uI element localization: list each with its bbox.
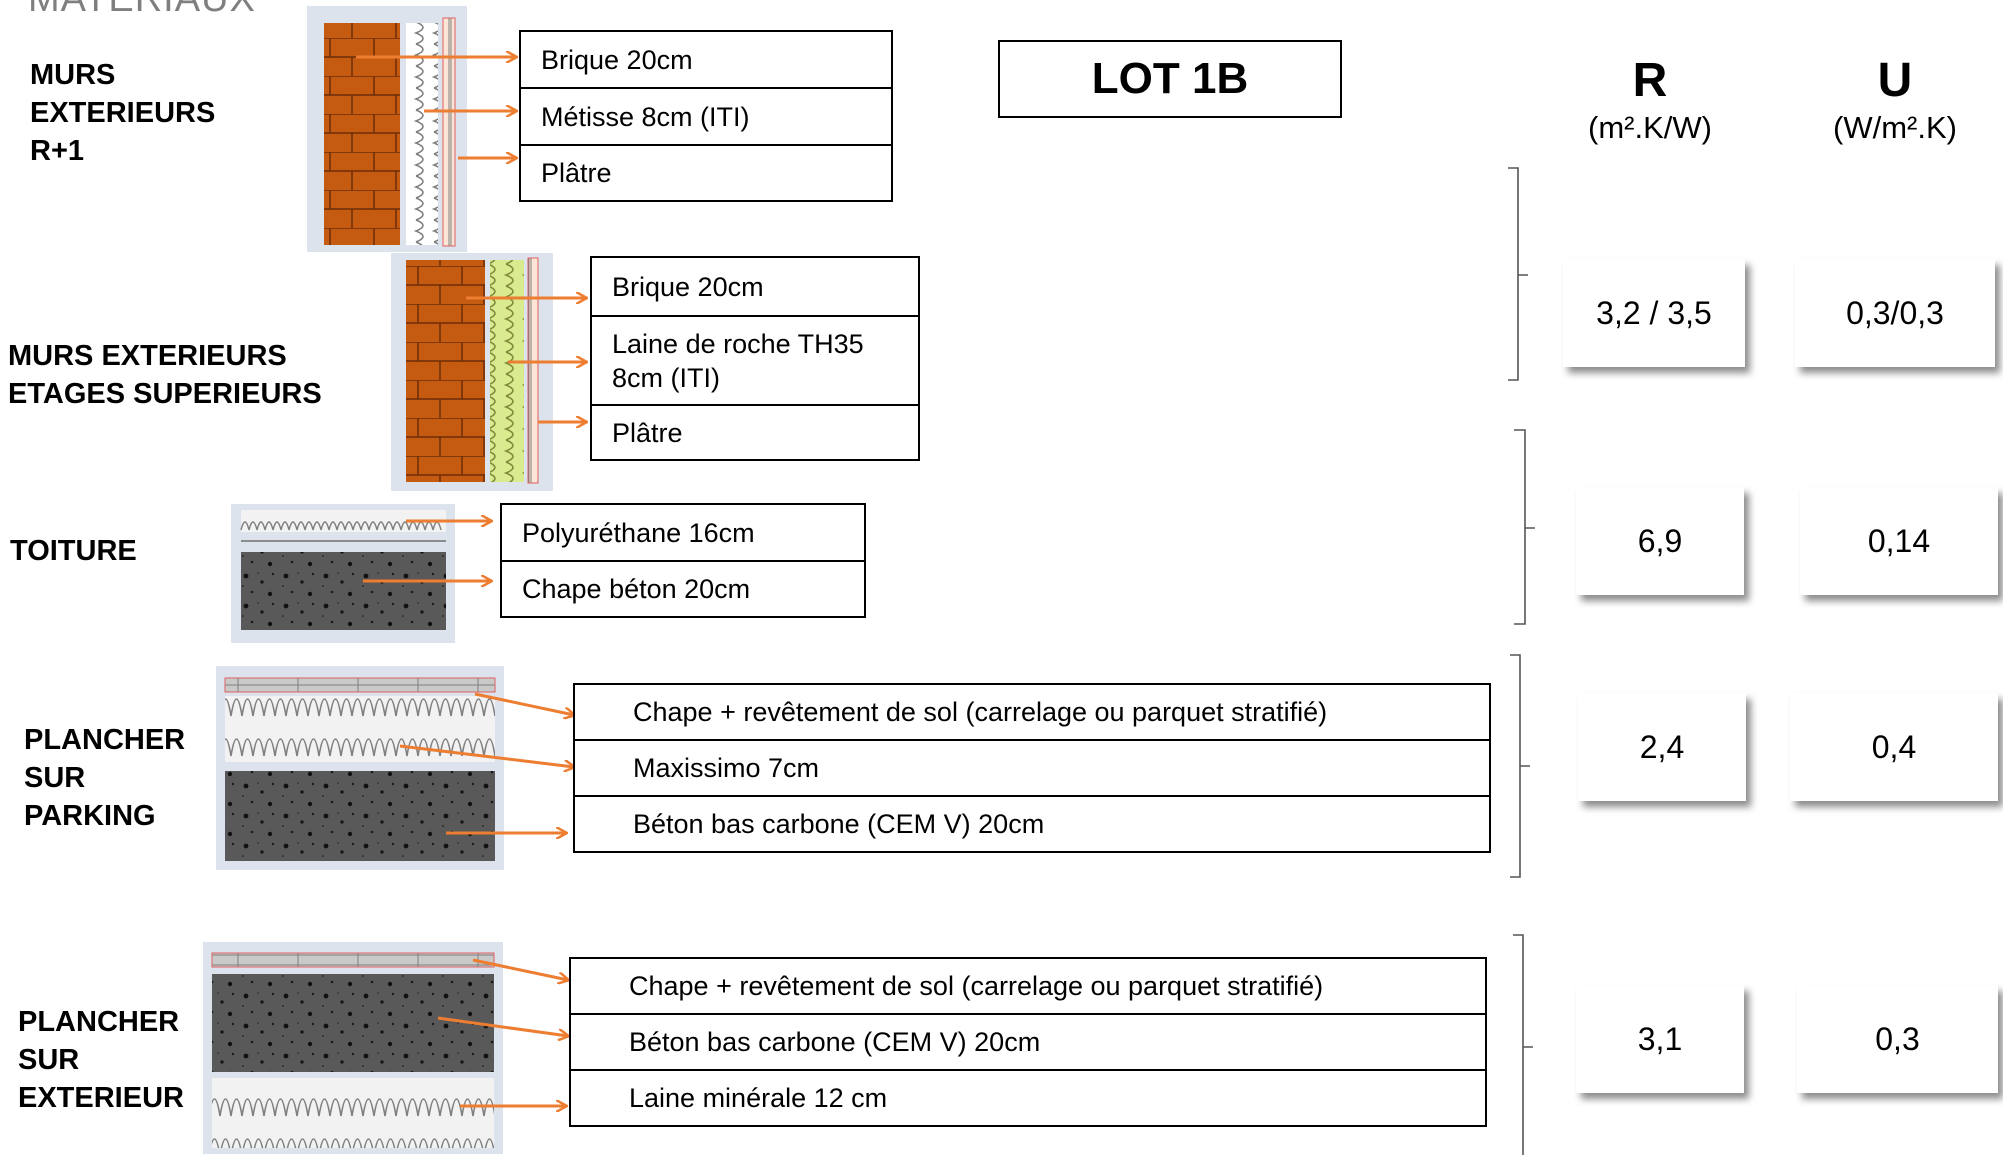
materials-box-murs-etages: Brique 20cm Laine de roche TH35 8cm (ITI… (590, 256, 920, 461)
u-value-card: 0,3 (1797, 985, 1998, 1093)
materials-box-plancher-exterieur: Chape + revêtement de sol (carrelage ou … (569, 957, 1487, 1127)
page-title: MATERIAUX (28, 0, 256, 21)
r-header: R (m².K/W) (1560, 54, 1740, 148)
label-line: MURS (30, 59, 116, 91)
label-line: EXTERIEURS (30, 97, 216, 129)
brace-walls (1508, 167, 1528, 381)
material-row: Chape + revêtement de sol (carrelage ou … (571, 959, 1485, 1015)
u-value-card: 0,4 (1790, 693, 1998, 801)
r-value-card: 3,1 (1576, 985, 1744, 1093)
material-row: Laine de roche TH35 8cm (ITI) (592, 317, 918, 406)
material-row: Brique 20cm (592, 258, 918, 317)
material-row: Plâtre (541, 158, 612, 188)
label-line: MURS EXTERIEURS (8, 340, 287, 372)
materials-box-murs-r1: Brique 20cm Métisse 8cm (ITI) Plâtre (519, 30, 893, 202)
material-row: Chape + revêtement de sol (carrelage ou … (575, 685, 1489, 741)
floor-exterior-illustration (203, 942, 503, 1154)
roof-illustration (231, 504, 455, 643)
material-row: Polyuréthane 16cm (502, 505, 864, 562)
r-value-card: 2,4 (1578, 693, 1746, 801)
wall-r1-illustration (307, 6, 467, 252)
section-label-murs-r1: MURS EXTERIEURS R+1 (30, 56, 215, 170)
material-row: Laine minérale 12 cm (629, 1083, 888, 1113)
brace-exterior (1513, 934, 1533, 1155)
floor-parking-illustration (216, 666, 504, 870)
u-unit: (W/m².K) (1833, 110, 1957, 145)
label-line: PLANCHER (18, 1006, 180, 1038)
u-value-card: 0,14 (1800, 487, 1998, 595)
braces (1508, 167, 1535, 1155)
label-line: TOITURE (10, 535, 137, 567)
label-line: PARKING (24, 800, 156, 832)
label-line: PLANCHER (24, 724, 186, 756)
r-value-card: 6,9 (1576, 487, 1744, 595)
brace-roof (1514, 429, 1535, 625)
section-label-murs-etages: MURS EXTERIEURS ETAGES SUPERIEURS (8, 337, 322, 413)
arrow (474, 692, 574, 715)
arrows (356, 57, 586, 1106)
material-row: Métisse 8cm (ITI) (521, 89, 891, 146)
section-label-toiture: TOITURE (10, 532, 137, 570)
wall-upper-illustration (391, 253, 553, 491)
section-label-plancher-exterieur: PLANCHER SUR EXTERIEUR (18, 1003, 184, 1117)
label-line: SUR (18, 1044, 80, 1076)
label-line: EXTERIEUR (18, 1082, 184, 1114)
r-symbol: R (1632, 54, 1668, 107)
material-row: Brique 20cm (521, 32, 891, 89)
brace-parking (1510, 654, 1530, 878)
material-row: Béton bas carbone (CEM V) 20cm (571, 1015, 1485, 1071)
u-header: U (W/m².K) (1800, 54, 1990, 148)
label-line: R+1 (30, 135, 85, 167)
material-row: Plâtre (612, 417, 683, 448)
material-row: Maxissimo 7cm (575, 741, 1489, 797)
lot-title: LOT 1B (998, 40, 1342, 118)
section-label-plancher-parking: PLANCHER SUR PARKING (24, 721, 185, 835)
u-symbol: U (1877, 54, 1913, 107)
arrow (399, 744, 574, 767)
materials-box-plancher-parking: Chape + revêtement de sol (carrelage ou … (573, 683, 1491, 853)
material-row: Chape béton 20cm (522, 574, 751, 604)
label-line: SUR (24, 762, 86, 794)
r-unit: (m².K/W) (1588, 110, 1712, 145)
u-value-card: 0,3/0,3 (1795, 259, 1995, 367)
arrow (472, 958, 568, 980)
r-value-card: 3,2 / 3,5 (1563, 259, 1745, 367)
label-line: ETAGES SUPERIEURS (8, 378, 322, 410)
material-row: Béton bas carbone (CEM V) 20cm (633, 809, 1045, 839)
arrow (437, 1016, 568, 1036)
materials-box-toiture: Polyuréthane 16cm Chape béton 20cm (500, 503, 866, 618)
